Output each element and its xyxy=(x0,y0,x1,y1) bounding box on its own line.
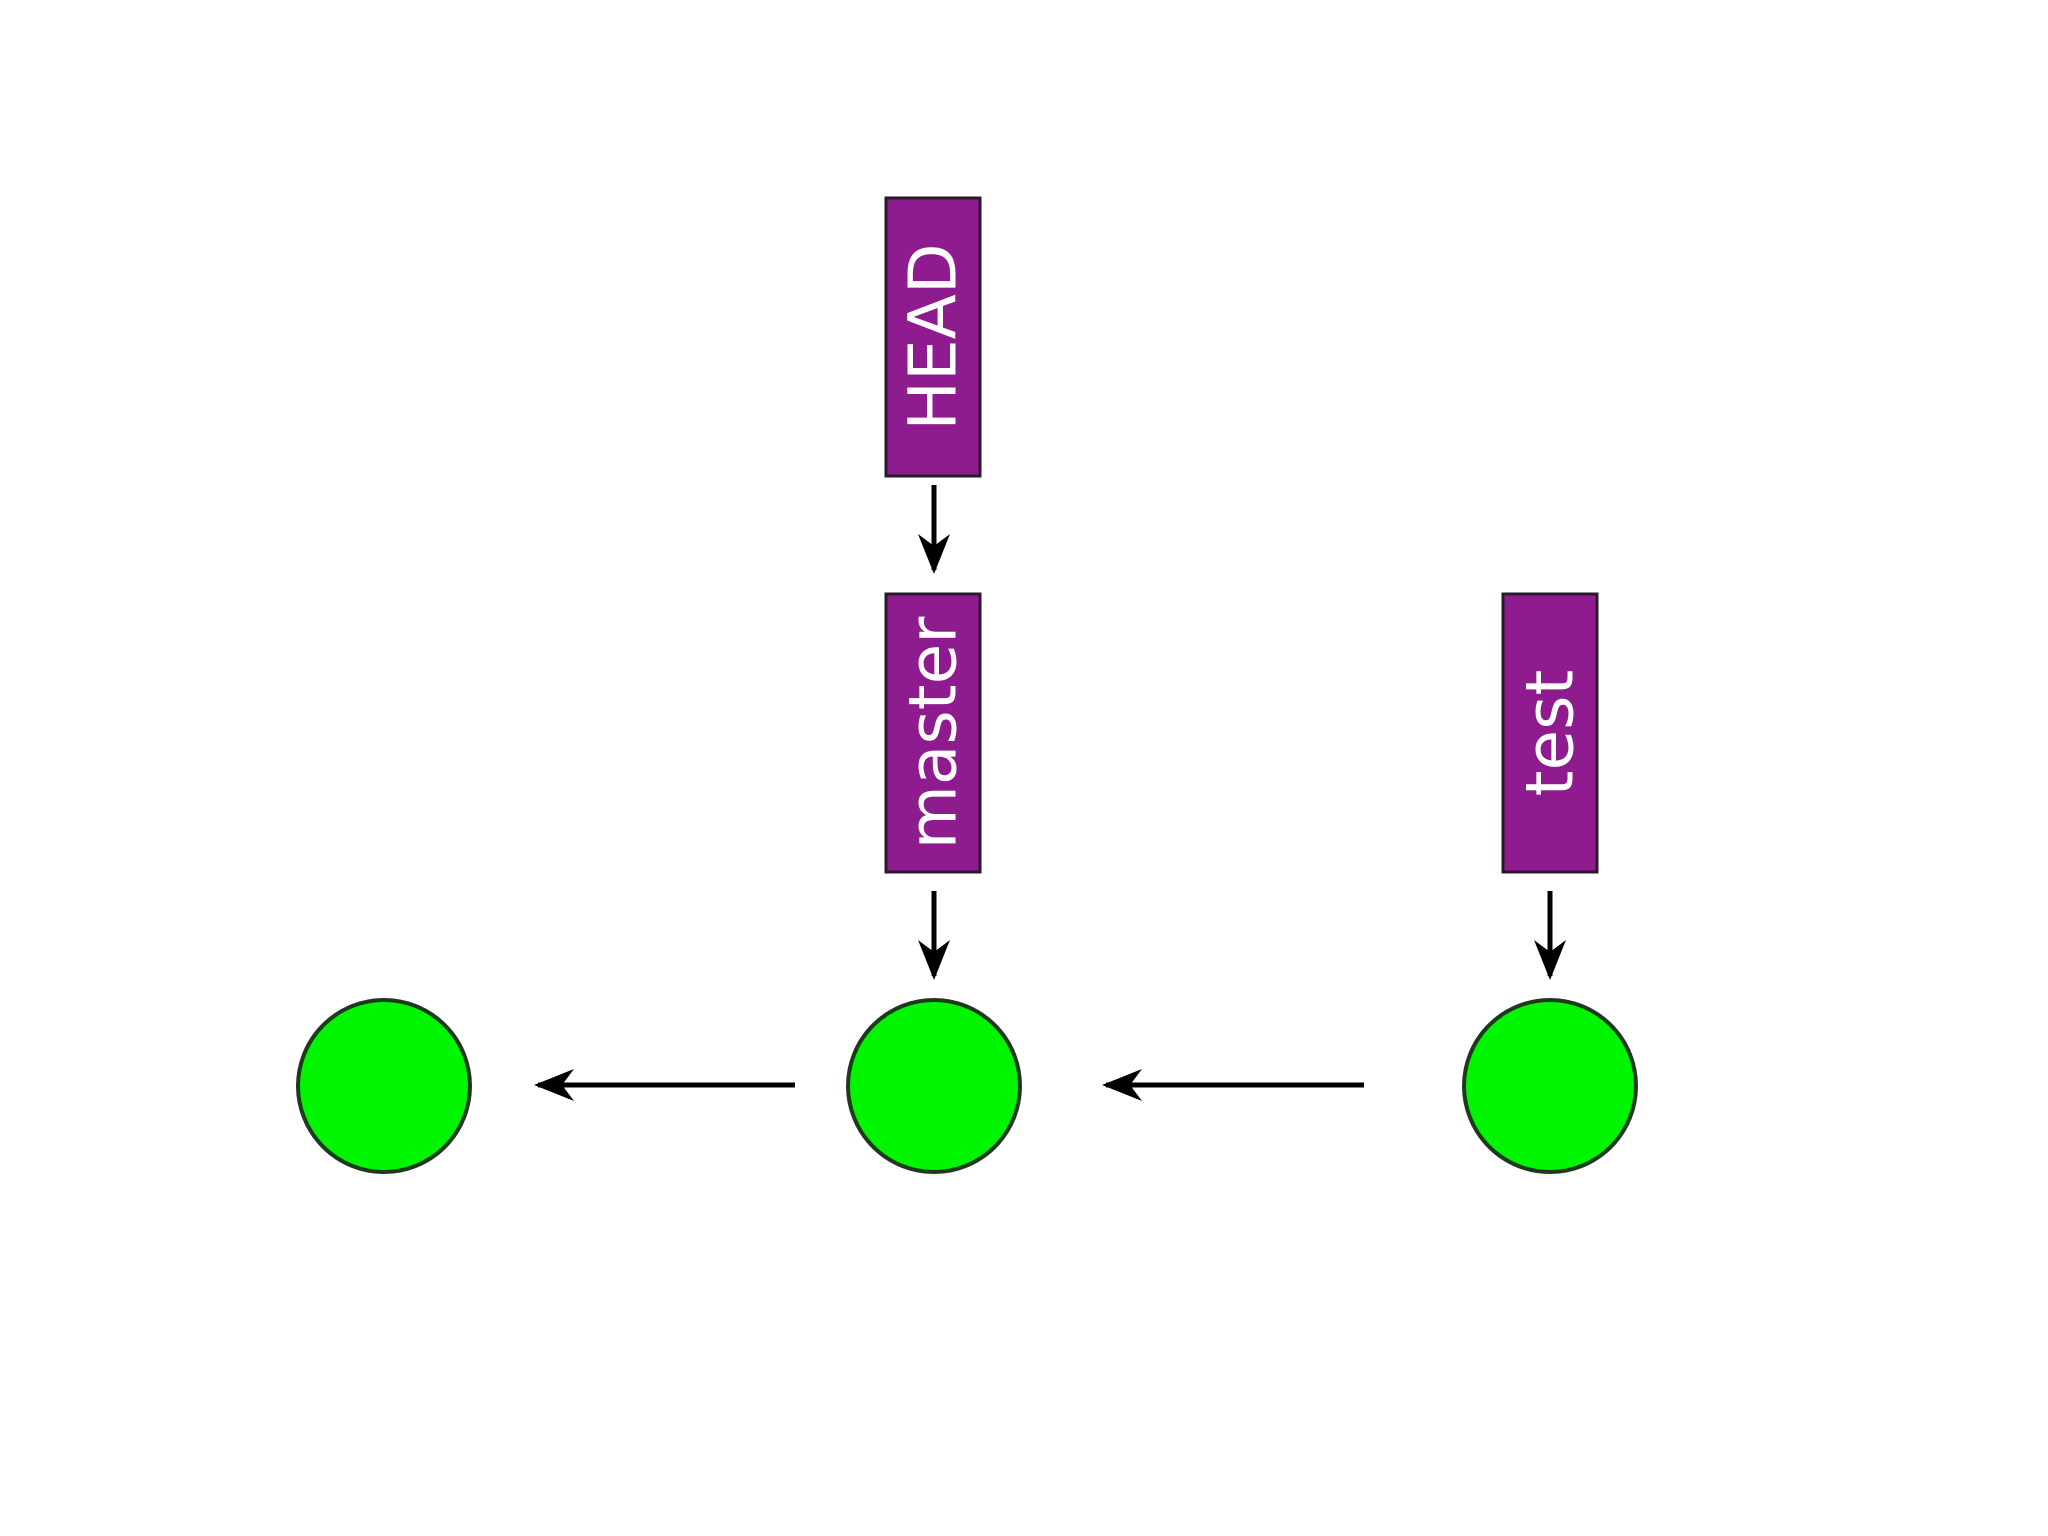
commit-node-2 xyxy=(846,998,1022,1174)
ref-test-label: test xyxy=(1512,670,1589,797)
ref-test-box xyxy=(1501,592,1599,874)
ref-master-label: master xyxy=(895,616,972,850)
ref-head: HEAD xyxy=(884,196,982,478)
commit-node-3 xyxy=(1462,998,1638,1174)
ref-head-label: HEAD xyxy=(895,243,972,430)
ref-master: master xyxy=(884,592,982,874)
commit-node-1 xyxy=(296,998,472,1174)
ref-master-box xyxy=(884,592,982,874)
ref-test: test xyxy=(1501,592,1599,874)
ref-head-box xyxy=(884,196,982,478)
